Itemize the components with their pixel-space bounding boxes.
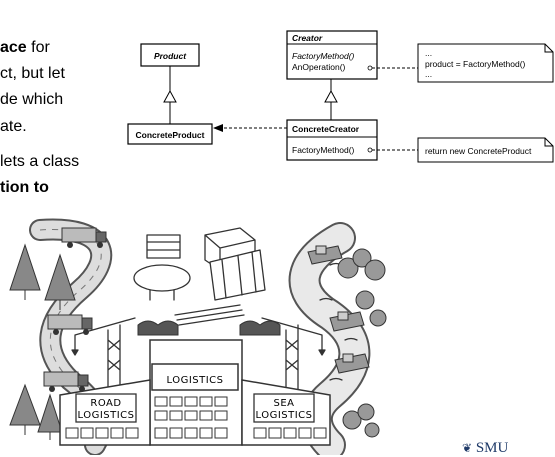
truck-bottom: [43, 371, 89, 392]
note-an-operation: ... product = FactoryMethod() ...: [372, 43, 554, 83]
intro-text-line-6: tion to: [0, 179, 49, 196]
uml-class-diagram: Product ConcreteProduct Creator FactoryM…: [127, 30, 554, 163]
sea-sign-line2: LOGISTICS: [255, 410, 312, 421]
roofs: [137, 320, 281, 336]
intro-text-line-2: ct, but let: [0, 65, 65, 82]
crane-right: [261, 317, 326, 401]
concrete-creator-factory-method: FactoryMethod(): [292, 145, 355, 155]
intro-text-line-4: ate.: [0, 118, 27, 135]
note-factory-method: return new ConcreteProduct: [372, 137, 554, 163]
trees-right: [337, 248, 387, 438]
note1-ellipsis-bottom: ...: [425, 69, 432, 79]
road-logistics-sign: ROAD LOGISTICS: [75, 393, 137, 423]
boat-middle: [329, 311, 365, 332]
storage-buildings: [133, 227, 266, 326]
boat-top: [307, 245, 343, 265]
intro-bold-word: ace: [0, 39, 27, 56]
concrete-creator-class-name: ConcreteCreator: [292, 124, 360, 134]
boat-bottom: [334, 353, 370, 374]
product-inheritance-arrow: [163, 66, 177, 124]
concrete-product-class-name: ConcreteProduct: [136, 130, 205, 140]
note1-code: product = FactoryMethod(): [425, 59, 526, 69]
trees-left: [9, 243, 76, 440]
main-sign-text: LOGISTICS: [166, 375, 223, 386]
note2-code: return new ConcreteProduct: [425, 146, 532, 156]
sea-sign-line1: SEA: [273, 398, 294, 409]
creator-an-operation: AnOperation(): [292, 62, 346, 72]
intro-text-line-3: de which: [0, 91, 64, 108]
road-sign-line2: LOGISTICS: [77, 410, 134, 421]
creator-class-name: Creator: [292, 33, 323, 43]
main-logistics-sign: LOGISTICS: [151, 363, 239, 391]
concrete-product-class-box: ConcreteProduct: [127, 123, 213, 145]
product-class-name: Product: [154, 51, 187, 61]
note1-ellipsis-top: ...: [425, 48, 432, 58]
creator-class-box: Creator FactoryMethod() AnOperation(): [286, 30, 378, 80]
road-sign-line1: ROAD: [90, 398, 121, 409]
crane-left: [71, 317, 136, 401]
concrete-creator-class-box: ConcreteCreator FactoryMethod(): [286, 119, 378, 161]
intro-line1-rest: for: [26, 39, 50, 56]
intro-text-line-5: lets a class: [0, 153, 80, 170]
smu-logo-text: SMU: [475, 440, 509, 456]
sea-logistics-sign: SEA LOGISTICS: [253, 393, 315, 423]
creator-factory-method: FactoryMethod(): [292, 51, 355, 61]
truck-middle: [47, 314, 93, 335]
smu-logo-icon: ❦: [462, 441, 473, 455]
truck-top: [61, 227, 107, 248]
intro-text-line-1: ace for: [0, 38, 50, 58]
factory-windows: [65, 396, 327, 439]
smu-logo: ❦ SMU: [462, 440, 508, 457]
creator-inheritance-arrow: [324, 79, 338, 120]
